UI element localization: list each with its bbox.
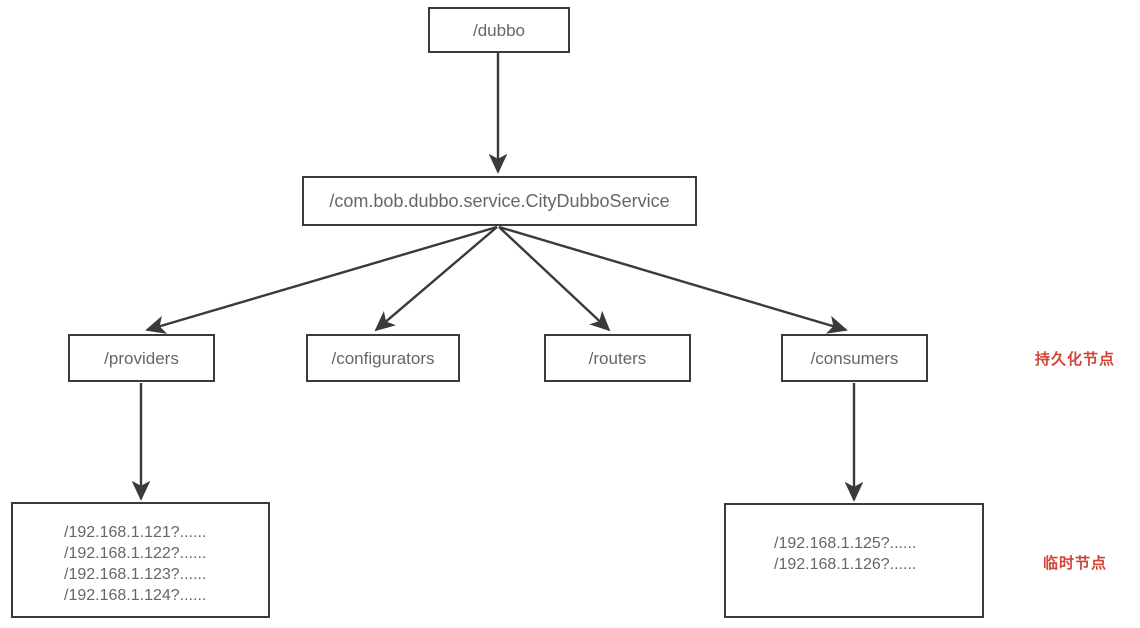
node-root-dubbo-label: /dubbo xyxy=(473,20,525,40)
list-item: /192.168.1.126?...... xyxy=(774,556,917,573)
node-routers[interactable]: /routers xyxy=(544,334,691,382)
edge-service-to-providers xyxy=(145,225,498,334)
list-item: /192.168.1.125?...... xyxy=(774,535,917,552)
consumer-instance-list: /192.168.1.125?...... /192.168.1.126?...… xyxy=(724,503,984,618)
node-providers[interactable]: /providers xyxy=(68,334,215,382)
node-configurators-label: /configurators xyxy=(331,348,435,368)
node-service-label: /com.bob.dubbo.service.CityDubboService xyxy=(329,190,670,211)
list-item: /192.168.1.124?...... xyxy=(64,587,207,604)
node-routers-label: /routers xyxy=(588,348,647,368)
edge-service-to-consumers xyxy=(498,225,848,334)
node-consumers[interactable]: /consumers xyxy=(781,334,928,382)
list-item: /192.168.1.122?...... xyxy=(64,545,207,562)
edge-service-to-routers xyxy=(498,226,611,332)
node-configurators[interactable]: /configurators xyxy=(306,334,460,382)
node-root-dubbo[interactable]: /dubbo xyxy=(428,7,570,53)
list-item: /192.168.1.123?...... xyxy=(64,566,207,583)
list-item: /192.168.1.121?...... xyxy=(64,524,207,541)
edge-service-to-configurators xyxy=(374,226,498,332)
node-consumers-label: /consumers xyxy=(810,348,899,368)
node-providers-label: /providers xyxy=(104,348,179,368)
node-service[interactable]: /com.bob.dubbo.service.CityDubboService xyxy=(302,176,697,226)
annotation-persistent-node: 持久化节点 xyxy=(1035,351,1116,368)
provider-instance-list: /192.168.1.121?...... /192.168.1.122?...… xyxy=(11,502,270,618)
annotation-ephemeral-node: 临时节点 xyxy=(1043,555,1108,572)
